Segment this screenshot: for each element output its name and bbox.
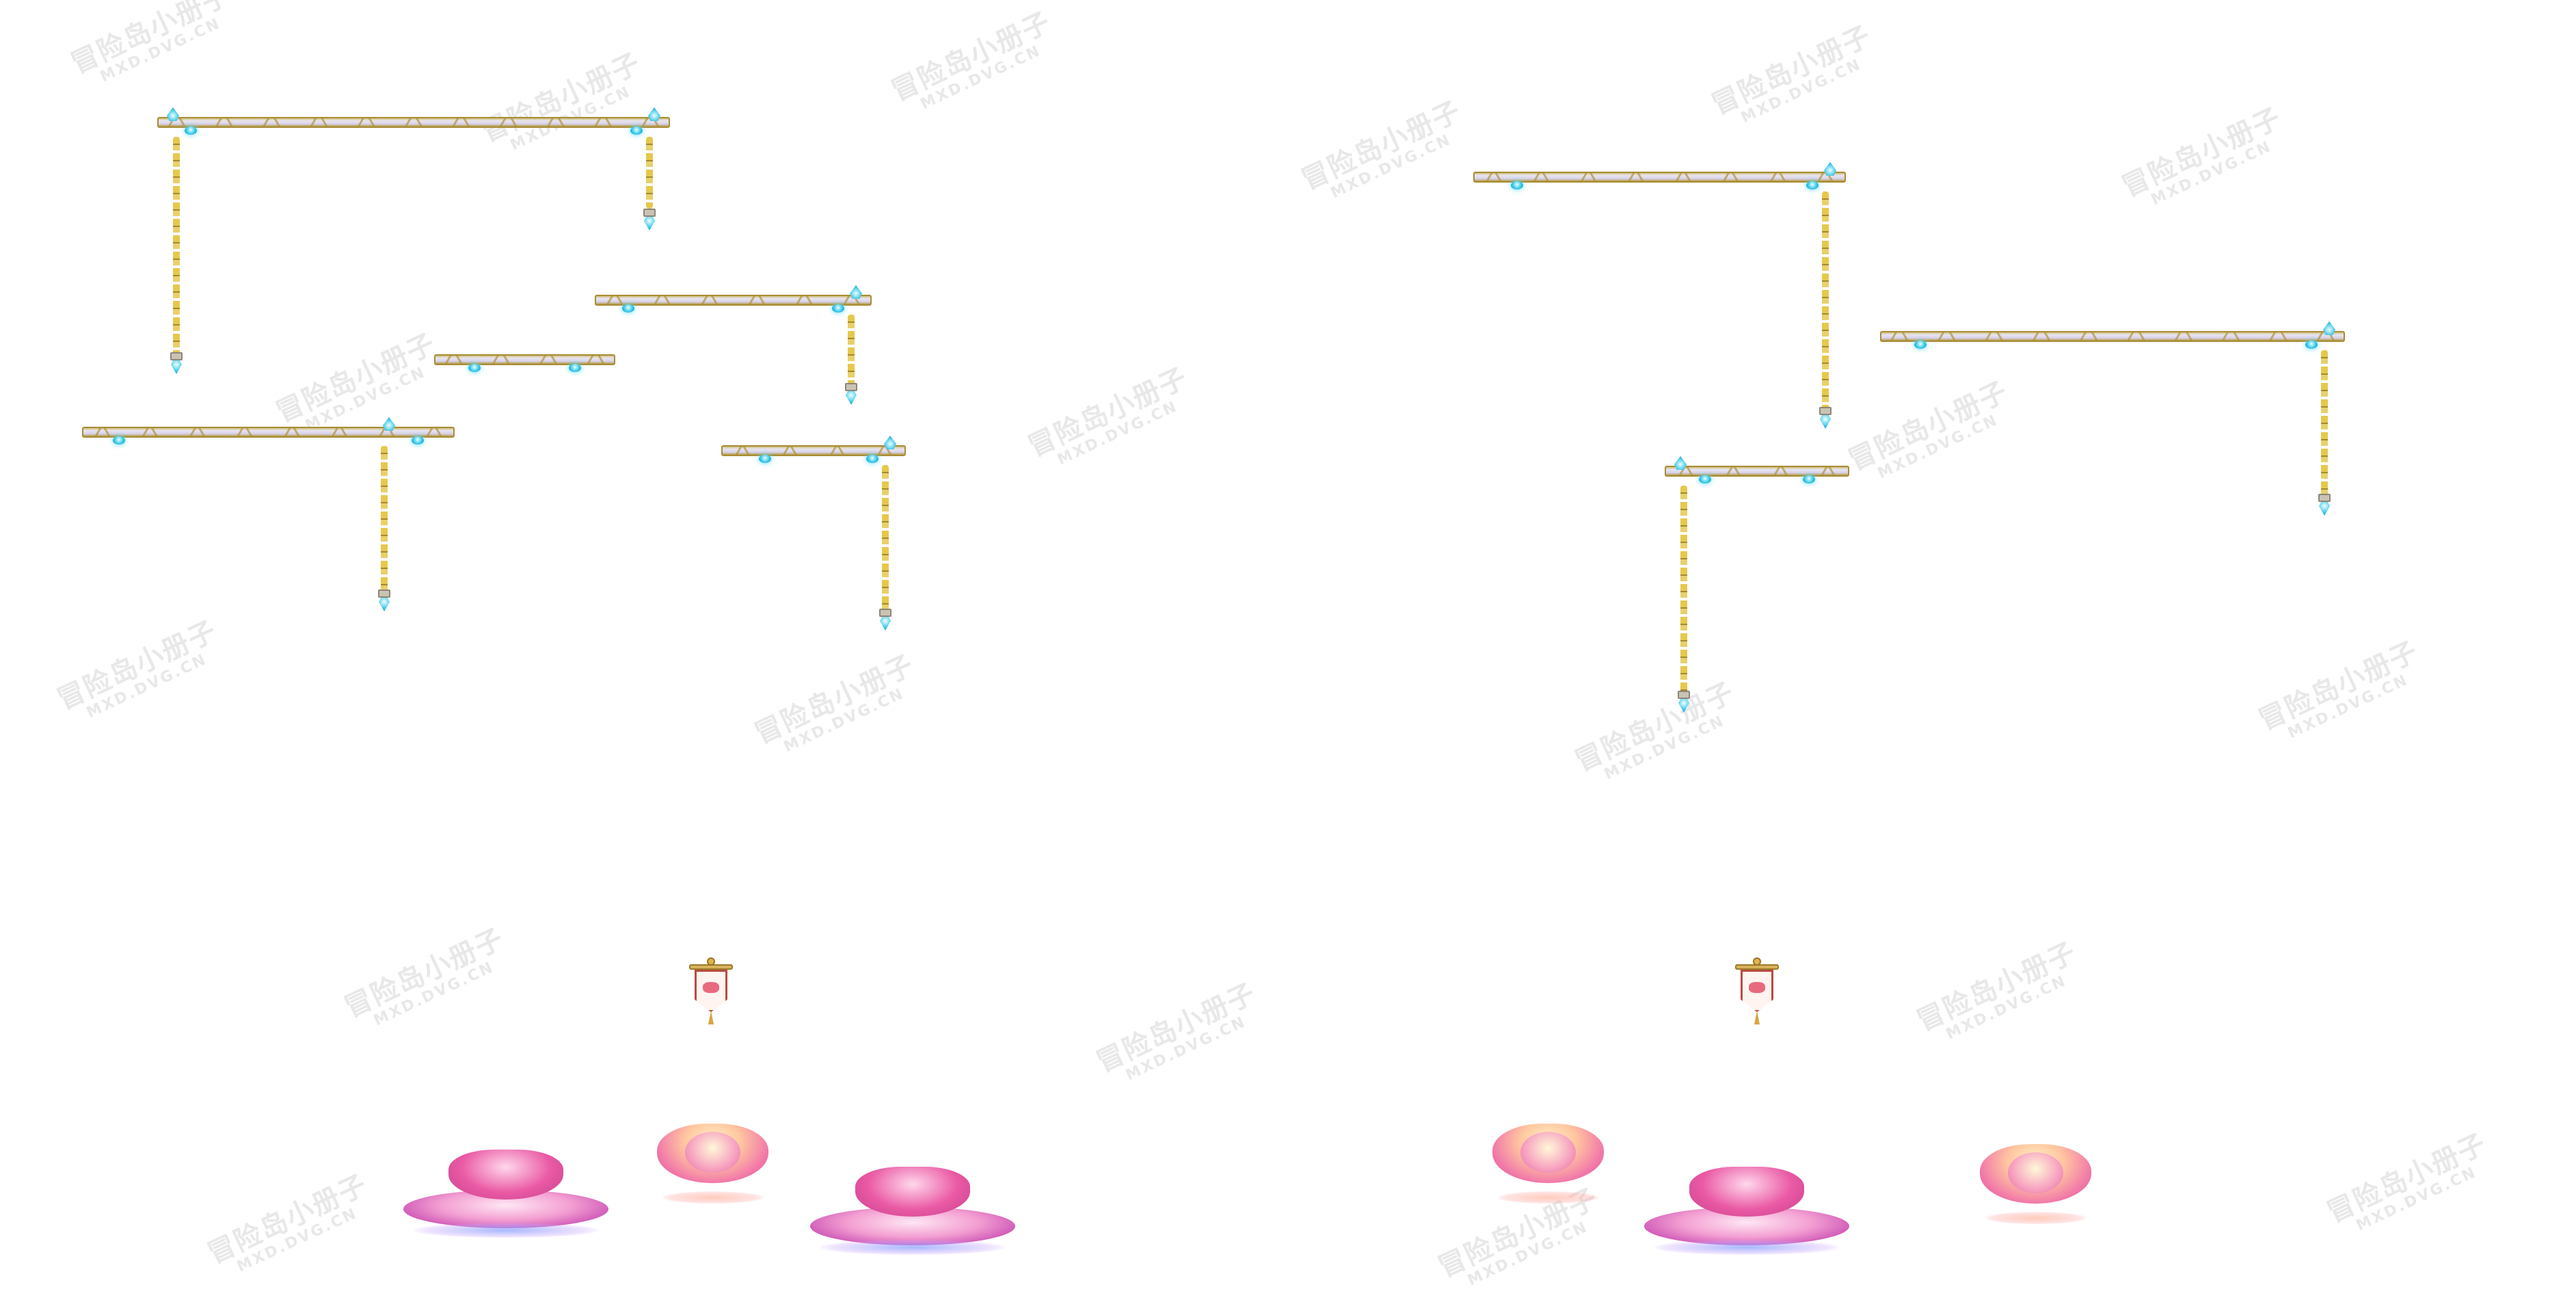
platform bbox=[157, 107, 670, 135]
rope-end bbox=[377, 590, 392, 614]
rope-end bbox=[1818, 407, 1833, 432]
lotus-pot bbox=[1485, 1118, 1611, 1204]
rope bbox=[646, 137, 653, 209]
rope bbox=[1822, 191, 1829, 410]
platform bbox=[434, 350, 615, 372]
rope-end bbox=[2317, 494, 2332, 518]
rope bbox=[882, 465, 889, 612]
platform bbox=[82, 417, 455, 445]
crystal-flower bbox=[1644, 1159, 1849, 1255]
platform bbox=[1473, 162, 1846, 189]
map-banner bbox=[689, 957, 733, 1026]
crystal-flower bbox=[403, 1142, 608, 1238]
rope bbox=[848, 315, 855, 386]
map-banner bbox=[1735, 957, 1779, 1026]
rope-end bbox=[642, 209, 657, 233]
platform bbox=[1880, 321, 2345, 349]
rope bbox=[173, 137, 180, 356]
lotus-pot bbox=[1972, 1139, 2099, 1224]
rope bbox=[381, 446, 388, 593]
rope-end bbox=[844, 383, 859, 408]
platform bbox=[595, 285, 872, 313]
platform bbox=[721, 436, 906, 463]
rope-end bbox=[878, 609, 893, 633]
rope bbox=[2321, 350, 2328, 497]
lotus-pot bbox=[649, 1118, 776, 1204]
crystal-flower bbox=[810, 1159, 1015, 1255]
platform bbox=[1665, 456, 1849, 484]
rope bbox=[1680, 486, 1687, 694]
rope-end bbox=[169, 352, 184, 377]
rope-end bbox=[1676, 691, 1691, 715]
